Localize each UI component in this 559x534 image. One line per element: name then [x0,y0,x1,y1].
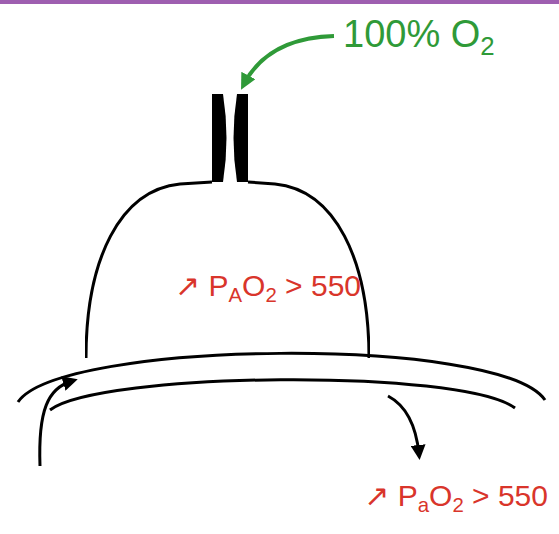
pressure-label: ↗ PAO2 > 550 [175,268,361,308]
subscript: 2 [480,32,494,60]
airway-wall [234,94,249,182]
capillary-wall [50,380,515,410]
oxygen-arrow [244,36,334,84]
subscript: a [418,494,429,516]
top-bar [0,0,559,4]
alveolus-wall [86,182,369,358]
gas-label: 100% O2 [343,12,495,62]
airway-wall [212,94,227,182]
pressure-label: ↗ PaO2 > 550 [364,478,548,518]
blood-flow-arrow [388,396,419,454]
subscript: 2 [265,284,276,306]
subscript: A [228,284,242,306]
alveolus-outline [85,178,370,358]
subscript: 2 [452,494,463,516]
alveolus: ↗ PAO2 > 550 [85,178,370,358]
blood-flow-arrow [40,381,72,466]
